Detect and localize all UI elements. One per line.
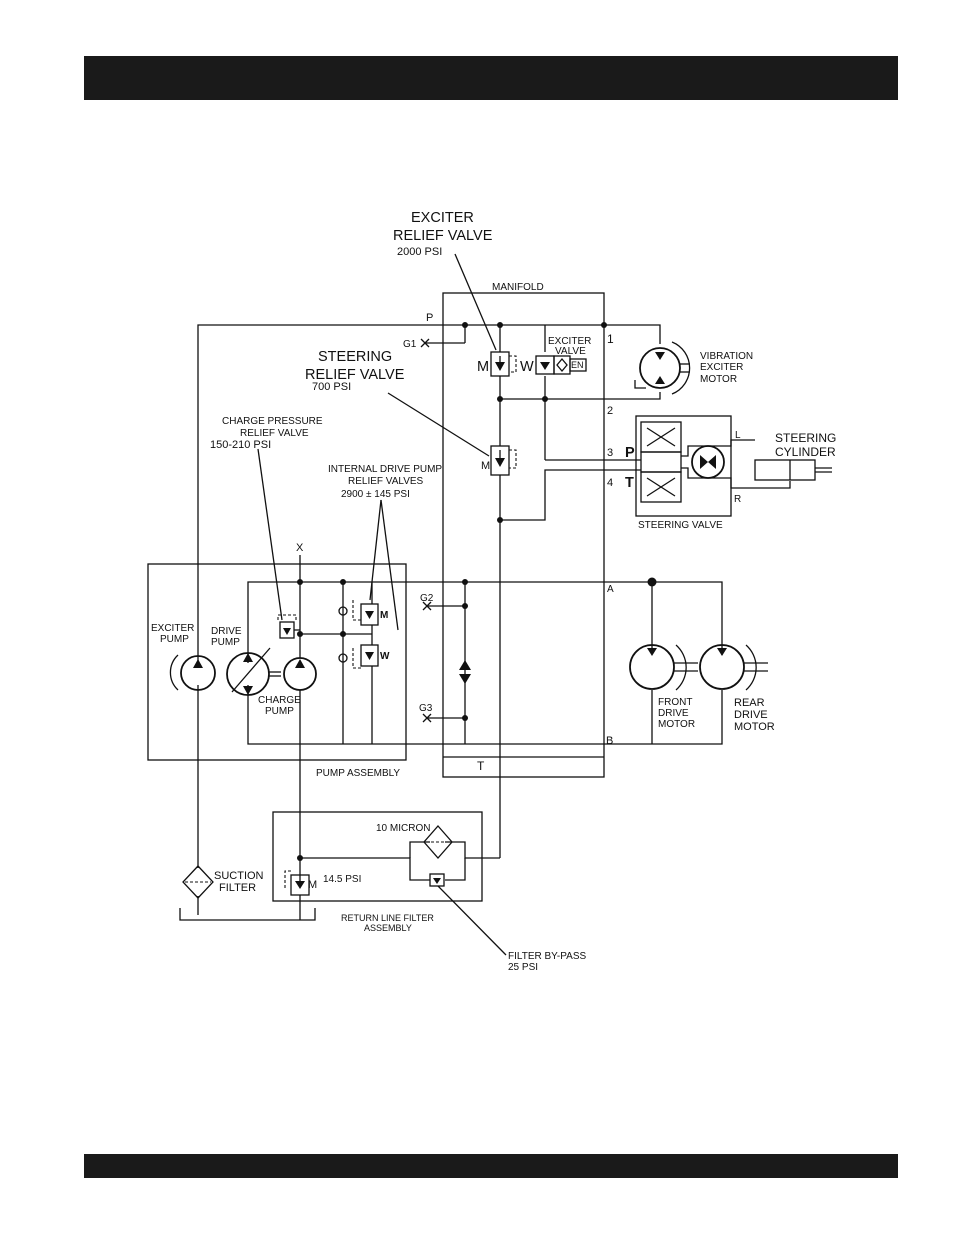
internal-relief-label: INTERNAL DRIVE PUMP [328,464,442,475]
footer-bar [84,1154,898,1178]
port-t-label: T [477,759,485,773]
drive-pump [226,647,281,696]
w-exciter-label: W [520,359,534,375]
charge-relief-label: CHARGE PRESSURE [222,416,323,427]
suction-filter [182,865,214,899]
rear-motor-label-3: MOTOR [734,721,775,733]
port-1-label: 1 [607,332,614,346]
vibration-motor-label-3: MOTOR [700,374,737,385]
exciter-relief-psi: 2000 PSI [397,246,442,258]
m-steer-label: M [481,460,490,472]
m-exciter-label: M [477,359,489,375]
rear-drive-motor [699,644,768,691]
rear-motor-label: REAR [734,697,765,709]
g2-label: G2 [420,593,434,604]
manifold-block [442,292,605,778]
svg-text:EN: EN [571,360,584,370]
return-filter-label-2: ASSEMBLY [364,923,412,933]
valve-p-label: P [625,445,635,461]
front-motor-label: FRONT [658,697,692,708]
suction-filter-label: SUCTION [214,870,264,882]
vibration-motor-label-2: EXCITER [700,362,743,373]
g3-label: G3 [419,703,433,714]
suction-filter-label-2: FILTER [219,882,256,894]
manifold-check-valves [459,660,471,684]
internal-relief-psi: 2900 ± 145 PSI [341,489,410,500]
exciter-valve: EN [535,355,587,375]
charge-relief-psi: 150-210 PSI [210,439,271,451]
bypass-label: FILTER BY-PASS [508,951,587,962]
cylinder-l-label: L [735,430,741,441]
steering-cylinder-label-2: CYLINDER [775,445,836,459]
header-bar [84,56,898,100]
charge-pump-label: CHARGE [258,695,301,706]
junction-dots [297,322,657,861]
port-2-label: 2 [607,405,613,417]
gauge-ports [420,338,432,723]
exciter-relief-label: EXCITER [411,210,474,226]
front-motor-label-2: DRIVE [658,708,689,719]
exciter-relief-valve [490,351,517,377]
steering-valve-label: STEERING VALVE [638,520,723,531]
rear-motor-label-2: DRIVE [734,709,768,721]
port-a-label: A [607,584,614,595]
micron-label: 10 MICRON [376,823,430,834]
steering-relief-psi: 700 PSI [312,381,351,393]
bypass-psi-label: 25 PSI [508,962,538,973]
internal-relief-valves [338,600,379,669]
exciter-valve-label: EXCITER [548,336,591,347]
charge-pump-label-2: PUMP [265,706,294,717]
m-return-label: M [308,879,317,891]
drive-pump-label: DRIVE [211,626,242,637]
exciter-pump-label: EXCITER [151,623,194,634]
steering-relief-valve [490,445,517,476]
port-b-label: B [606,735,613,747]
g1-label: G1 [403,339,417,350]
steering-cylinder-label: STEERING [775,431,836,445]
return-relief-valve [284,870,310,896]
return-psi-label: 14.5 PSI [323,874,361,885]
return-filter-box [272,811,483,902]
steering-relief-label-2: RELIEF VALVE [305,367,405,383]
hydraulic-lines [179,324,723,921]
front-drive-motor [629,644,698,691]
steering-relief-label: STEERING [318,349,392,365]
return-filter-label: RETURN LINE FILTER [341,913,434,923]
p-port-label: P [426,312,433,324]
vibration-exciter-motor [634,341,691,395]
pump-assembly-box [147,563,407,761]
drive-pump-label-2: PUMP [211,637,240,648]
leader-lines [257,253,507,956]
port-4-label: 4 [607,477,613,489]
cylinder-r-label: R [734,494,741,505]
charge-pump [283,657,317,691]
exciter-pump-label-2: PUMP [160,634,189,645]
charge-relief-label-2: RELIEF VALVE [240,428,309,439]
return-filter-element [423,825,453,887]
m-internal-label: M [380,610,388,621]
x-port-label: X [296,542,304,554]
port-3-label: 3 [607,447,613,459]
pump-assembly-label: PUMP ASSEMBLY [316,768,400,779]
internal-relief-label-2: RELIEF VALVES [348,476,424,487]
valve-t-label: T [625,475,634,491]
exciter-relief-label-2: RELIEF VALVE [393,228,493,244]
front-motor-label-3: MOTOR [658,719,695,730]
exciter-pump [169,654,216,691]
steering-cylinder [754,459,832,481]
steering-valve [635,415,791,517]
charge-relief-valve [277,614,300,639]
w-internal-label: W [380,651,390,662]
manifold-label: MANIFOLD [492,282,544,293]
exciter-valve-label-2: VALVE [555,346,586,357]
vibration-motor-label: VIBRATION [700,351,753,362]
